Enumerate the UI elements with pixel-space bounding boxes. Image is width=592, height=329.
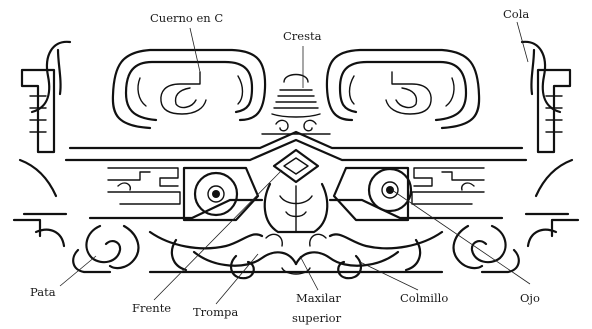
label-pata: Pata: [30, 285, 56, 299]
left-c-horn-drawing: [113, 50, 265, 128]
label-colmillo: Colmillo: [400, 291, 448, 305]
left-foot-drawing: [73, 226, 138, 272]
leader-frente: [154, 170, 282, 300]
crest-drawing: [262, 75, 330, 135]
leader-colmillo: [360, 262, 418, 290]
label-superior: superior: [292, 311, 342, 325]
label-cuerno-en-c: Cuerno en C: [150, 11, 223, 25]
label-frente: Frente: [132, 301, 171, 315]
right-c-horn-drawing: [327, 50, 479, 128]
left-eye-drawing: [184, 168, 258, 220]
label-cola: Cola: [503, 7, 529, 21]
left-side-body-drawing: [14, 42, 70, 246]
jaw-drawing: [150, 232, 442, 278]
leader-trompa: [216, 254, 258, 304]
label-ojo: Ojo: [520, 291, 540, 305]
right-side-body-drawing: [522, 42, 578, 246]
right-eye-drawing: [334, 168, 411, 220]
nose-drawing: [265, 184, 328, 246]
label-cresta: Cresta: [283, 29, 322, 43]
label-trompa: Trompa: [193, 305, 238, 319]
label-maxilar: Maxilar: [296, 291, 341, 305]
right-foot-drawing: [454, 226, 519, 272]
